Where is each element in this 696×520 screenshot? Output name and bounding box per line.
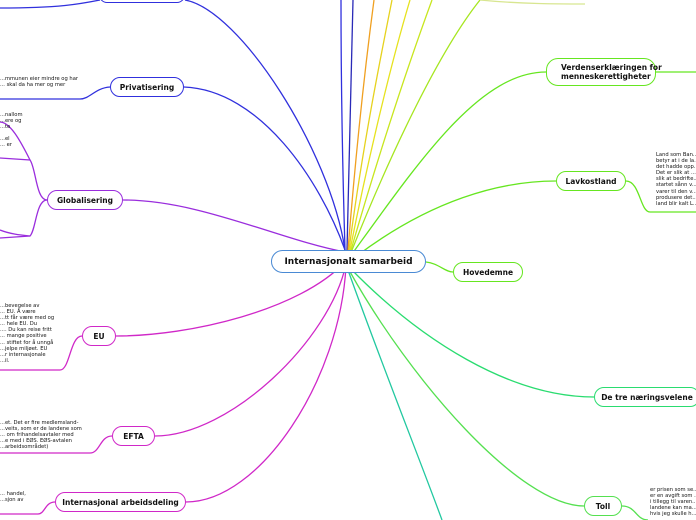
topic-internasjonal-arbeidsdeling[interactable]: Internasjonal arbeidsdeling [55,492,186,512]
topic-hovedemne[interactable]: Hovedemne [453,262,523,282]
topic-lavkostland[interactable]: Lavkostland [556,171,626,191]
topic-privatisering[interactable]: Privatisering [110,77,184,97]
connector-top-lime [351,0,481,251]
connector-efta [154,263,347,437]
connector-hovedemne [425,261,454,273]
connector-arbeidsdeling [185,265,347,503]
connector-privatisering [183,86,346,251]
topic-node-partial[interactable] [99,0,185,3]
connector-globalisering [122,199,346,253]
connector-prosjekt [184,0,346,251]
connector-bottom-teal [347,269,443,520]
connector-top-blue [340,0,346,251]
connector-lavkostland [353,180,557,259]
topic-efta[interactable]: EFTA [112,426,155,446]
note-toll: er prisen som se... er en avgift som ...… [650,487,696,518]
note-lavkostland: Land som Ban... betyr at i de la... det … [656,152,696,207]
note-arbeidsdeling: ... handel, ...sjon av [0,491,26,504]
connector-top-yellowgreen [350,0,433,251]
connector-top-yellow-2 [349,0,411,251]
topic-globalisering[interactable]: Globalisering [47,190,123,210]
topic-toll[interactable]: Toll [584,496,622,516]
connector-top-yellow-1 [348,0,393,251]
connector-eu [115,261,346,337]
connector-top-orange [347,0,375,251]
connector-top-darkblue [346,0,354,251]
note-efta: ...et. Det er fire medlemsland- ...veits… [0,420,82,451]
topic-verdenserklaeringen[interactable]: Verdenserklæringen for menneskerettighet… [546,58,662,86]
note-globalisering: ...nallom ...ere og ...te ...el ... er [0,112,23,149]
connector-naeringsveiene [349,267,595,398]
connector-top-right [479,0,586,5]
connector-verdenserklaeringen [351,71,547,255]
topic-naeringsveiene[interactable]: De tre næringsvelene [594,387,696,407]
note-eu: ...bevegelse av ... EU. Å være ...tt får… [0,303,55,364]
note-privatisering: ...mmunen eier mindre og har ... skal da… [0,76,79,89]
connector-toll [348,269,585,507]
central-topic[interactable]: Internasjonalt samarbeid [271,250,426,273]
topic-eu[interactable]: EU [82,326,116,346]
